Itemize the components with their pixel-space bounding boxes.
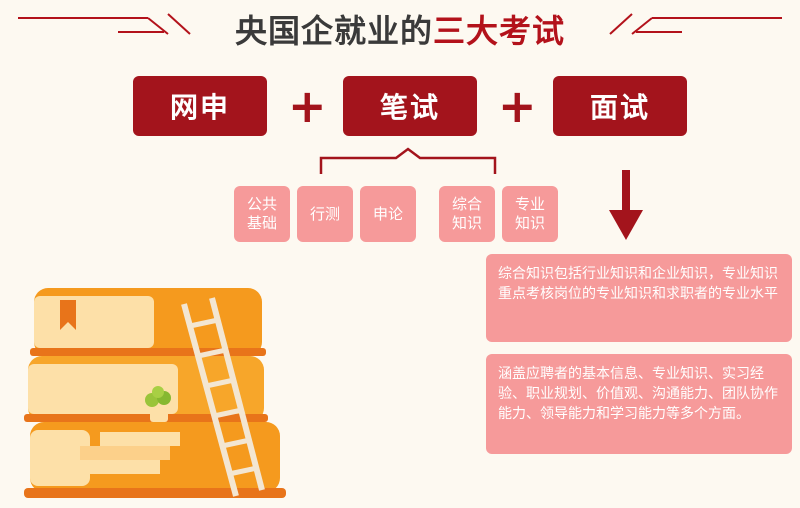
title-main: 央国企就业的: [234, 12, 433, 50]
description-interview: 涵盖应聘者的基本信息、专业知识、实习经验、职业规划、价值观、沟通能力、团队协作能…: [486, 354, 792, 454]
stage-interview: 面试: [553, 76, 687, 136]
description-text: 涵盖应聘者的基本信息、专业知识、实习经验、职业规划、价值观、沟通能力、团队协作能…: [498, 366, 778, 422]
stage-written-test: 笔试: [343, 76, 477, 136]
stage-label: 网申: [169, 91, 230, 124]
subject-professional-knowledge: 专业知识: [502, 186, 558, 242]
subject-label: 公共基础: [246, 195, 277, 232]
brace-icon: [319, 147, 497, 174]
page-title: 央国企就业的三大考试: [0, 6, 800, 52]
stage-online-application: 网申: [133, 76, 267, 136]
plus-sign: +: [288, 79, 327, 133]
books-ladder-icon: [24, 288, 286, 498]
arrow-down-icon: [609, 170, 643, 240]
description-written-test: 综合知识包括行业知识和企业知识，专业知识重点考核岗位的专业知识和求职者的专业水平: [486, 254, 792, 342]
title-decoration-right-icon: [609, 13, 782, 35]
stage-label: 笔试: [379, 91, 440, 124]
subject-label: 申论: [372, 204, 403, 223]
subject-label: 专业知识: [514, 195, 545, 232]
title-accent: 三大考试: [433, 12, 566, 50]
subject-public-basics: 公共基础: [234, 186, 290, 242]
plus-sign: +: [498, 79, 537, 133]
subject-essay: 申论: [360, 186, 416, 242]
description-text: 综合知识包括行业知识和企业知识，专业知识重点考核岗位的专业知识和求职者的专业水平: [498, 266, 778, 302]
subject-label: 行测: [309, 204, 340, 223]
title-decoration-left-icon: [18, 13, 191, 35]
subject-aptitude: 行测: [297, 186, 353, 242]
stage-label: 面试: [589, 91, 650, 124]
subject-general-knowledge: 综合知识: [439, 186, 495, 242]
subject-label: 综合知识: [451, 195, 482, 232]
